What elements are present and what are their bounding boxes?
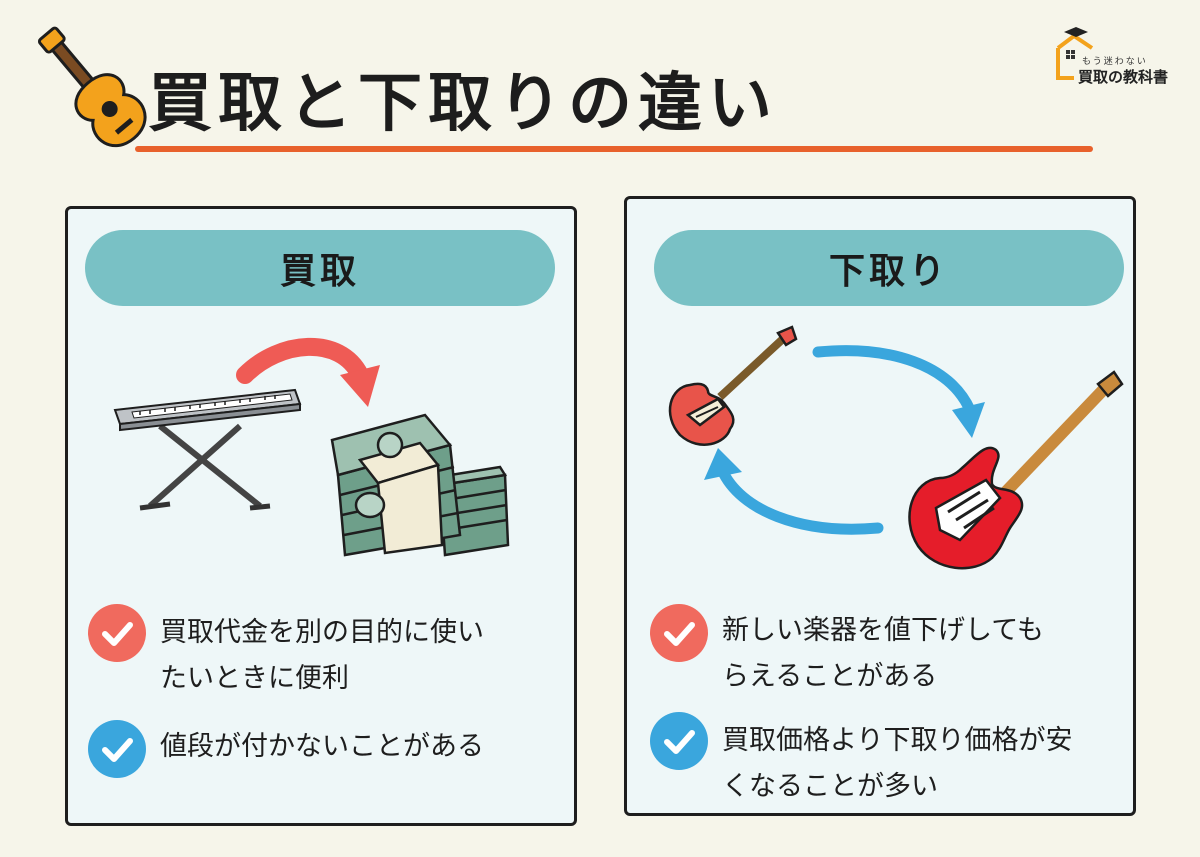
page-title: 買取と下取りの違い [148, 67, 778, 141]
small-guitar-icon [668, 325, 798, 446]
blue-cycle-arrows-icon [704, 345, 985, 535]
check-red-icon [88, 604, 146, 662]
title-underline [135, 146, 1093, 152]
check-red-icon [650, 604, 708, 662]
kaitori-point-1-line-2: たいときに便利 [160, 663, 349, 694]
logo-name: 買取の教科書 [1078, 68, 1169, 86]
check-blue-icon [650, 712, 708, 770]
money-stack-icon [330, 413, 510, 557]
logo-subtitle: もう迷わない [1082, 57, 1148, 67]
shitadori-point-2-line-1: 買取価格より下取り価格が安 [722, 725, 1073, 756]
shitadori-point-1-line-2: らえることがある [722, 661, 938, 692]
acoustic-guitar-icon [37, 26, 147, 148]
shitadori-point-2: 買取価格より下取り価格が安 くなることが多い [722, 718, 1072, 810]
house-graduation-cap-icon [1056, 27, 1094, 80]
shitadori-point-2-line-2: くなることが多い [722, 771, 938, 802]
kaitori-point-1-line-1: 買取代金を別の目的に使い [160, 617, 484, 648]
shitadori-point-1: 新しい楽器を値下げしても らえることがある [722, 608, 1044, 700]
keyboard-icon [113, 388, 302, 511]
check-blue-icon [88, 720, 146, 778]
red-arrow-icon [236, 337, 380, 407]
shitadori-heading: 下取り [654, 230, 1124, 306]
kaitori-point-2: 値段が付かないことがある [160, 724, 484, 770]
shitadori-point-1-line-1: 新しい楽器を値下げしても [722, 615, 1044, 646]
red-electric-guitar-icon [908, 370, 1124, 570]
kaitori-point-2-line-1: 値段が付かないことがある [160, 731, 484, 762]
kaitori-point-1: 買取代金を別の目的に使い たいときに便利 [160, 610, 484, 702]
kaitori-heading: 買取 [85, 230, 555, 306]
